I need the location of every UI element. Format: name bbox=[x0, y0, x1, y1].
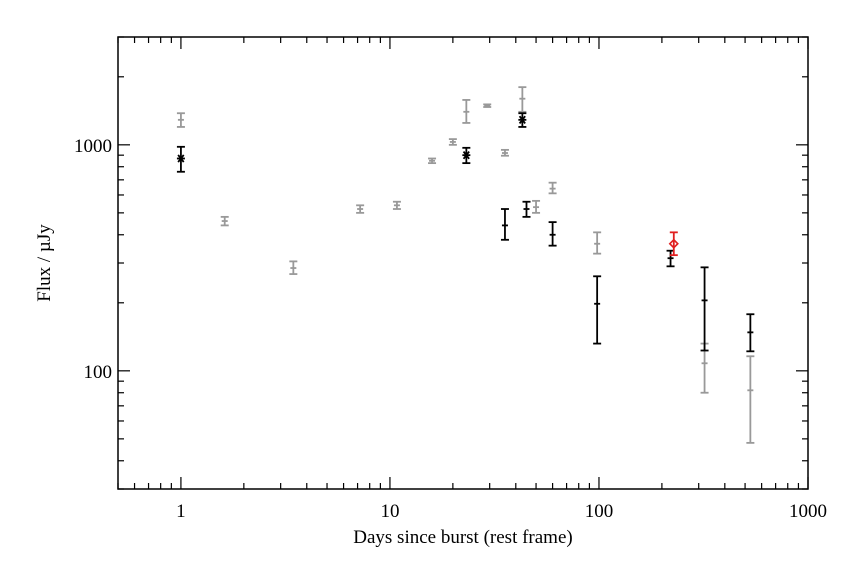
diamond-marker bbox=[668, 238, 679, 249]
data-point bbox=[483, 103, 492, 108]
asterisk-marker bbox=[177, 154, 185, 163]
data-point bbox=[392, 200, 401, 210]
data-point bbox=[176, 145, 185, 173]
data-point bbox=[462, 99, 471, 124]
major-ticks bbox=[118, 37, 809, 489]
series-2 bbox=[500, 200, 755, 353]
data-point bbox=[500, 148, 509, 157]
data-point bbox=[593, 275, 602, 345]
data-point bbox=[548, 221, 557, 247]
data-point bbox=[518, 112, 527, 128]
x-tick-label: 10 bbox=[380, 501, 399, 522]
data-point bbox=[532, 199, 541, 214]
data-point bbox=[548, 181, 557, 195]
data-point bbox=[746, 355, 755, 444]
data-points bbox=[176, 86, 755, 444]
data-point bbox=[462, 146, 471, 165]
series-3 bbox=[668, 231, 679, 257]
data-point bbox=[593, 231, 602, 255]
data-point bbox=[448, 138, 457, 146]
y-tick-label: 1000 bbox=[74, 136, 112, 157]
data-point bbox=[522, 200, 531, 218]
data-point bbox=[746, 313, 755, 353]
tick-labels: 1 10 100 1000 100 1000 bbox=[74, 136, 827, 522]
data-point bbox=[428, 157, 437, 165]
y-tick-label: 100 bbox=[84, 362, 113, 383]
plot-frame bbox=[117, 36, 809, 490]
data-point bbox=[700, 266, 709, 352]
x-tick-label: 1 bbox=[176, 501, 186, 522]
x-tick-label: 100 bbox=[585, 501, 614, 522]
y-axis-label: Flux / µJy bbox=[34, 224, 55, 302]
data-point bbox=[220, 215, 229, 227]
data-point bbox=[176, 112, 185, 128]
asterisk-marker bbox=[518, 115, 526, 124]
minor-ticks bbox=[117, 36, 808, 490]
series-1 bbox=[176, 112, 527, 173]
data-point bbox=[500, 208, 509, 241]
data-point bbox=[289, 260, 298, 275]
x-axis-label: Days since burst (rest frame) bbox=[353, 527, 572, 548]
data-point bbox=[356, 204, 365, 214]
data-point bbox=[518, 86, 527, 113]
asterisk-marker bbox=[462, 151, 470, 160]
data-point bbox=[668, 231, 679, 257]
series-0 bbox=[176, 86, 755, 444]
x-tick-label: 1000 bbox=[789, 501, 827, 522]
